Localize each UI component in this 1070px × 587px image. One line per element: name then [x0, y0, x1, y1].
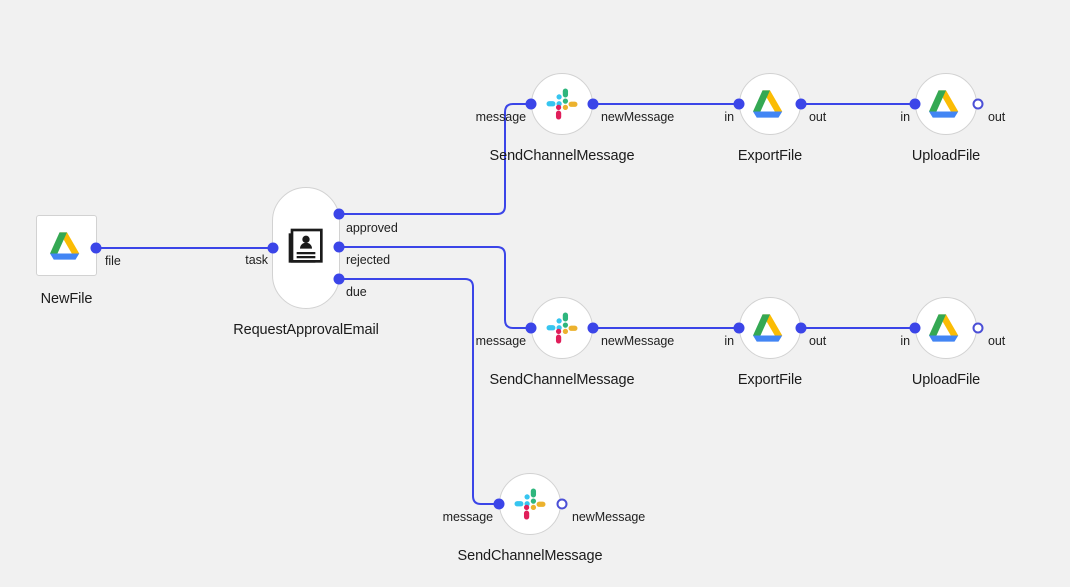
- node-body-export-mid[interactable]: [739, 297, 801, 359]
- node-body-upload-top[interactable]: [915, 73, 977, 135]
- port-label-requestapprovalemail-approved: approved: [346, 221, 398, 235]
- port-slack-mid-newMessage[interactable]: [587, 322, 599, 334]
- node-label-slack-mid: SendChannelMessage: [489, 372, 635, 388]
- node-body-requestapprovalemail[interactable]: [272, 187, 340, 309]
- port-upload-mid-out[interactable]: [972, 322, 984, 334]
- port-label-upload-mid-in: in: [900, 334, 910, 348]
- node-label-newfile: NewFile: [40, 291, 93, 307]
- port-slack-top-newMessage[interactable]: [587, 98, 599, 110]
- port-newfile-file[interactable]: [90, 242, 102, 254]
- port-label-slack-bottom-message: message: [442, 510, 493, 524]
- slack-icon: [546, 312, 578, 344]
- port-upload-top-out[interactable]: [972, 98, 984, 110]
- google-drive-icon: [753, 311, 787, 345]
- port-slack-bottom-newMessage[interactable]: [556, 498, 568, 510]
- port-label-export-mid-out: out: [809, 334, 827, 348]
- node-label-slack-top: SendChannelMessage: [489, 148, 635, 164]
- port-export-top-out[interactable]: [795, 98, 807, 110]
- port-label-slack-mid-newMessage: newMessage: [601, 334, 675, 348]
- node-label-requestapprovalemail: RequestApprovalEmail: [233, 322, 379, 338]
- google-drive-icon: [929, 311, 963, 345]
- port-label-requestapprovalemail-rejected: rejected: [346, 253, 391, 267]
- port-requestapprovalemail-approved[interactable]: [333, 208, 345, 220]
- port-upload-mid-in[interactable]: [909, 322, 921, 334]
- node-label-export-top: ExportFile: [737, 148, 803, 164]
- port-label-requestapprovalemail-due: due: [346, 285, 367, 299]
- port-label-upload-top-out: out: [988, 110, 1006, 124]
- node-label-slack-bottom: SendChannelMessage: [457, 548, 603, 564]
- node-body-export-top[interactable]: [739, 73, 801, 135]
- port-label-newfile-file: file: [105, 254, 121, 268]
- port-slack-top-message[interactable]: [525, 98, 537, 110]
- google-drive-icon: [929, 87, 963, 121]
- port-upload-top-in[interactable]: [909, 98, 921, 110]
- node-body-newfile[interactable]: [36, 215, 97, 276]
- node-body-slack-bottom[interactable]: [499, 473, 561, 535]
- port-label-export-mid-in: in: [724, 334, 734, 348]
- port-slack-bottom-message[interactable]: [493, 498, 505, 510]
- port-label-export-top-in: in: [724, 110, 734, 124]
- port-label-slack-mid-message: message: [475, 334, 526, 348]
- node-label-upload-top: UploadFile: [911, 148, 981, 164]
- port-export-mid-in[interactable]: [733, 322, 745, 334]
- google-drive-icon: [49, 229, 84, 263]
- node-body-slack-top[interactable]: [531, 73, 593, 135]
- node-label-upload-mid: UploadFile: [911, 372, 981, 388]
- port-requestapprovalemail-due[interactable]: [333, 273, 345, 285]
- port-label-slack-top-message: message: [475, 110, 526, 124]
- slack-icon: [546, 88, 578, 120]
- port-label-upload-mid-out: out: [988, 334, 1006, 348]
- port-label-upload-top-in: in: [900, 110, 910, 124]
- google-drive-icon: [753, 87, 787, 121]
- port-label-slack-bottom-newMessage: newMessage: [572, 510, 646, 524]
- port-label-export-top-out: out: [809, 110, 827, 124]
- port-slack-mid-message[interactable]: [525, 322, 537, 334]
- node-body-slack-mid[interactable]: [531, 297, 593, 359]
- port-label-slack-top-newMessage: newMessage: [601, 110, 675, 124]
- node-body-upload-mid[interactable]: [915, 297, 977, 359]
- approval-document-icon: [286, 228, 326, 268]
- node-label-export-mid: ExportFile: [737, 372, 803, 388]
- port-export-top-in[interactable]: [733, 98, 745, 110]
- slack-icon: [514, 488, 546, 520]
- port-export-mid-out[interactable]: [795, 322, 807, 334]
- port-requestapprovalemail-task[interactable]: [267, 242, 279, 254]
- port-requestapprovalemail-rejected[interactable]: [333, 241, 345, 253]
- port-label-requestapprovalemail-task: task: [245, 253, 268, 267]
